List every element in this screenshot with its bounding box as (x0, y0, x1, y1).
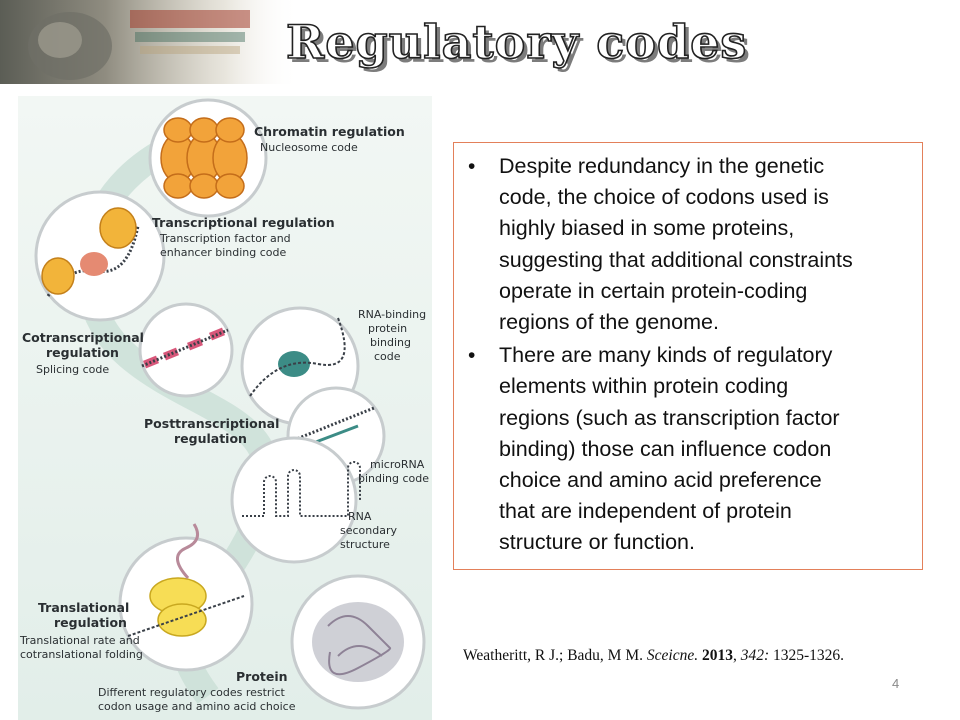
label-cotranscriptional-1: Cotranscriptional (22, 330, 144, 345)
translational-circle (118, 523, 254, 672)
page-number: 4 (892, 676, 900, 691)
bullet-line: operate in certain protein-coding (499, 278, 808, 303)
citation-authors: Weatheritt, R J.; Badu, M M. (463, 647, 647, 664)
chromatin-circle (148, 98, 268, 218)
label-translational-sub1: Translational rate and (19, 634, 140, 647)
header-banner: Regulatory codes (0, 0, 960, 84)
label-transcriptional-sub2: enhancer binding code (160, 246, 287, 259)
bullet-line: structure or function. (499, 530, 695, 555)
bullet-line: elements within protein coding (499, 374, 789, 399)
label-rna-binding-2: protein (368, 322, 407, 335)
label-rna-binding-1: RNA-binding (358, 308, 426, 321)
label-rna-binding-4: code (374, 350, 401, 363)
citation-journal: Sceicne. (646, 647, 699, 664)
label-posttranscriptional-2: regulation (174, 431, 247, 446)
bullet-line: regions (such as transcription factor (499, 405, 840, 430)
bullet-icon: • (468, 155, 476, 178)
label-rna-secondary-2: secondary (340, 524, 397, 537)
transcriptional-circle (34, 190, 166, 322)
label-microrna-2: binding code (358, 472, 429, 485)
bullet-line: binding) those can influence codon (499, 436, 832, 461)
regulatory-codes-figure: Chromatin regulation Nucleosome code Tra… (18, 96, 432, 720)
label-posttranscriptional-1: Posttranscriptional (144, 416, 279, 431)
label-transcriptional: Transcriptional regulation (152, 215, 335, 230)
label-protein-sub1: Different regulatory codes restrict (98, 686, 286, 699)
label-microrna-1: microRNA (370, 458, 425, 471)
label-chromatin-sub: Nucleosome code (260, 141, 358, 154)
label-translational-1: Translational (38, 600, 129, 615)
label-chromatin: Chromatin regulation (254, 124, 405, 139)
bullet-list: • Despite redundancy in the genetic code… (466, 151, 914, 561)
bullet-line: code, the choice of codons used is (499, 185, 829, 210)
header-photo (0, 0, 300, 84)
bullet-icon: • (468, 344, 476, 368)
citation: Weatheritt, R J.; Badu, M M. Sceicne. 20… (463, 647, 845, 664)
label-translational-2: regulation (54, 615, 127, 630)
summary-text-box: • Despite redundancy in the genetic code… (453, 142, 923, 570)
label-cotranscriptional-2: regulation (46, 345, 119, 360)
label-rna-secondary-1: RNA (348, 510, 372, 523)
citation-year: 2013 (701, 647, 733, 664)
label-rna-binding-3: binding (370, 336, 411, 349)
bullet-line: There are many kinds of regulatory (499, 343, 833, 368)
bullet-line: Despite redundancy in the genetic (499, 154, 825, 178)
bullet-line: choice and amino acid preference (499, 468, 822, 493)
rna-secondary-circle (230, 436, 361, 564)
label-transcriptional-sub1: Transcription factor and (159, 232, 291, 245)
label-protein-sub2: codon usage and amino acid choice (98, 700, 296, 713)
citation-pages: 1325-1326. (773, 647, 845, 664)
bullet-line: suggesting that additional constraints (499, 247, 853, 272)
citation-volume: 342: (740, 647, 770, 664)
bullet-line: regions of the genome. (499, 310, 719, 335)
bullet-line: that are independent of protein (499, 499, 792, 524)
label-protein: Protein (236, 669, 288, 684)
bullet-item: • Despite redundancy in the genetic code… (466, 151, 914, 338)
cotranscriptional-circle (138, 302, 234, 398)
protein-circle (290, 574, 426, 710)
label-translational-sub2: cotranslational folding (20, 648, 143, 661)
bullet-item: • There are many kinds of regulatory ele… (466, 340, 914, 558)
label-cotranscriptional-sub: Splicing code (36, 363, 109, 376)
bullet-line: highly biased in some proteins, (499, 216, 795, 241)
slide-title: Regulatory codes (285, 14, 748, 70)
label-rna-secondary-3: structure (340, 538, 390, 551)
